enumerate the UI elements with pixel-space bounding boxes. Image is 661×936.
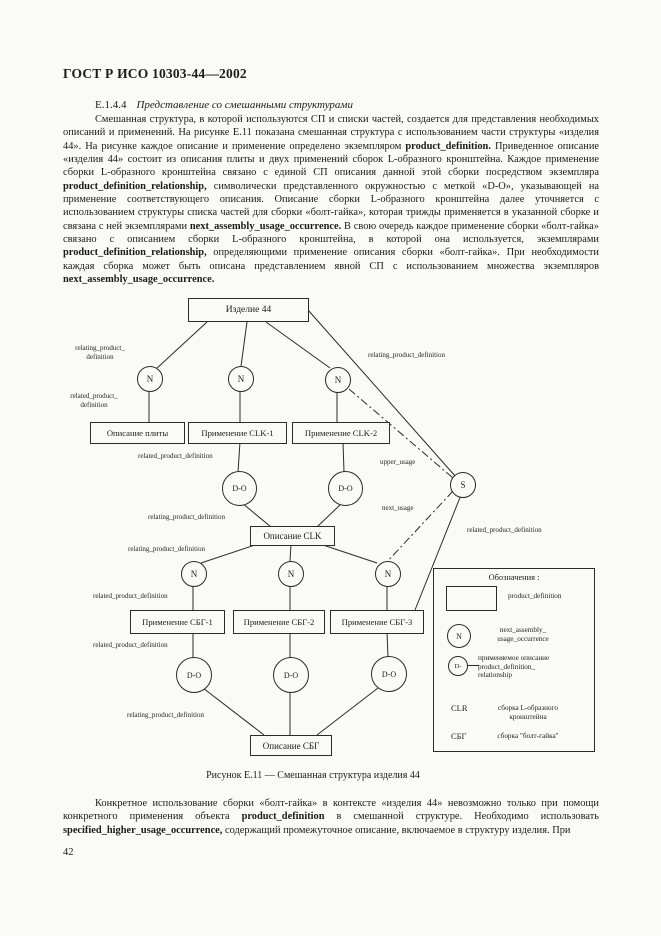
legend-dash: [468, 665, 479, 666]
page-number: 42: [63, 847, 74, 858]
section-number: Е.1.4.4: [95, 99, 127, 111]
legend: Обозначения : product_definition N next_…: [433, 568, 595, 752]
box-opisanie-clk: Описание CLK: [250, 526, 335, 546]
edge-label-related-mid: related_product_definition: [138, 452, 213, 460]
s-circle: S: [450, 472, 476, 498]
do-circle-mid-2: D-O: [328, 471, 363, 506]
box-primenenie-clk-1: Применение CLK-1: [188, 422, 287, 444]
legend-nauo-label: next_assembly_ usage_occurrence: [497, 626, 549, 643]
legend-product-definition-label: product_definition: [508, 592, 562, 600]
n-circle-mid-1: N: [181, 561, 207, 587]
do-circle-bot-2: D-O: [273, 657, 309, 693]
paragraph-2: Конкретное использование сборки «болт-га…: [63, 798, 599, 836]
n-circle-mid-3: N: [375, 561, 401, 587]
legend-clr-label: сборка L-образного кронштейна: [498, 704, 558, 721]
legend-do-circle: D-: [448, 656, 468, 676]
figure-caption: Рисунок Е.11 — Смешанная структура издел…: [206, 770, 420, 781]
n-circle-top-1: N: [137, 366, 163, 392]
edge-label-relating-clk-lower: relating_product_definition: [128, 545, 205, 553]
edge-label-next-usage: next_usage: [382, 504, 414, 512]
box-opisanie-plity: Описание плиты: [90, 422, 185, 444]
legend-n-circle: N: [447, 624, 471, 648]
edge-label-relating-top-left: relating_product_ definition: [75, 344, 125, 361]
box-primenenie-sbg-3: Применение СБГ-3: [330, 610, 424, 634]
edge-label-related-sbg-lower: related_product_definition: [93, 641, 168, 649]
document-header: ГОСТ Р ИСО 10303-44—2002: [63, 66, 247, 81]
edge-label-upper-usage: upper_usage: [380, 458, 416, 466]
legend-sbg-abbr: СБГ: [451, 731, 467, 741]
do-circle-bot-3: D-O: [371, 656, 407, 692]
box-izdelie-44: Изделие 44: [188, 298, 309, 322]
legend-pdr-label: применяемое описание product_definition_…: [478, 654, 550, 680]
box-primenenie-clk-2: Применение CLK-2: [292, 422, 390, 444]
edge-label-relating-clk-upper: relating_product_definition: [148, 513, 225, 521]
do-circle-bot-1: D-O: [176, 657, 212, 693]
edge-label-relating-bottom: relating_product_definition: [127, 711, 204, 719]
box-opisanie-sbg: Описание СБГ: [250, 735, 332, 756]
dashdot-edges: [348, 388, 454, 565]
n-circle-top-3: N: [325, 367, 351, 393]
n-circle-top-2: N: [228, 366, 254, 392]
section-title: Представление со смешанными структурами: [136, 99, 353, 111]
edge-label-relating-top-right: relating_product_definition: [368, 351, 445, 359]
box-primenenie-sbg-2: Применение СБГ-2: [233, 610, 325, 634]
paragraph-1: Смешанная структура, в которой использую…: [63, 114, 600, 286]
edge-label-related-left: related_product_ definition: [70, 392, 118, 409]
edge-label-related-s: related_product_definition: [467, 526, 542, 534]
box-primenenie-sbg-1: Применение СБГ-1: [130, 610, 225, 634]
n-circle-mid-2: N: [278, 561, 304, 587]
legend-sbg-label: сборка "болт-гайка": [497, 732, 559, 740]
legend-title: Обозначения :: [488, 573, 540, 582]
do-circle-mid-1: D-O: [222, 471, 257, 506]
edge-label-related-sbg-upper: related_product_definition: [93, 592, 168, 600]
legend-clr-abbr: CLR: [451, 703, 468, 713]
section-heading: Е.1.4.4 Представление со смешанными струк…: [95, 99, 353, 111]
legend-rect-symbol: [446, 586, 497, 611]
